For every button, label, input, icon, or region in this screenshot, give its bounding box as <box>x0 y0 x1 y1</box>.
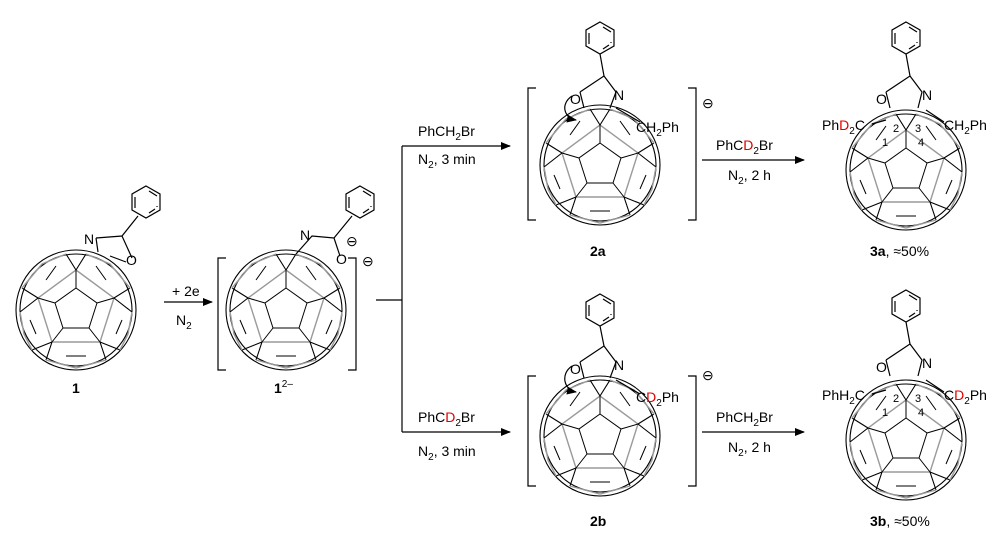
atom-O-3b: O <box>876 359 887 375</box>
top-first-reagent: PhCH2Br <box>418 123 475 143</box>
substituent-3a-right: CH2Ph <box>944 117 987 137</box>
charge-2a: ⊖ <box>702 95 714 111</box>
atom-N-3a: N <box>922 87 932 103</box>
top-second-reagent: PhCD2Br <box>716 137 773 157</box>
top-second-condition: N2, 2 h <box>728 167 771 187</box>
compound-2a-structure: O N CH2Ph ⊖ <box>527 21 714 226</box>
compound-2b-label: 2b <box>590 513 606 529</box>
step1-condition: N2 <box>176 312 192 332</box>
num-3a-1: 1 <box>882 137 888 149</box>
atom-N-1: N <box>84 231 94 247</box>
dianion-charge: ⊖ <box>362 253 374 269</box>
atom-N-2a: N <box>614 87 624 103</box>
bottom-second-condition: N2, 2 h <box>728 439 771 459</box>
compound-3b-structure: O N PhH2C CD2Ph 1 2 3 4 <box>822 289 987 501</box>
num-3a-3: 3 <box>915 123 921 135</box>
branch-connector <box>376 142 511 436</box>
substituent-2a: CH2Ph <box>636 119 679 139</box>
charge-2b: ⊖ <box>702 367 714 383</box>
arrow-step1: + 2e N2 <box>164 283 213 332</box>
bottom-first-reagent: PhCD2Br <box>418 409 475 429</box>
oxide-charge: ⊖ <box>346 233 358 249</box>
bottom-first-condition: N2, 3 min <box>418 443 476 463</box>
bottom-second-arrow: PhCH2Br N2, 2 h <box>702 409 805 459</box>
num-3a-2: 2 <box>893 123 899 135</box>
num-3a-4: 4 <box>918 137 924 149</box>
atom-O-2b: O <box>570 361 581 377</box>
compound-3a-structure: O N PhD2C CH2Ph 1 2 3 4 <box>822 21 987 231</box>
compound-1-structure: N O <box>15 185 161 371</box>
compound-1dianion-label: 12– <box>274 379 293 396</box>
compound-2a-label: 2a <box>590 243 606 259</box>
bottom-first-arrow-labels: PhCD2Br N2, 3 min <box>418 409 476 463</box>
substituent-3a-left: PhD2C <box>822 117 865 137</box>
compound-1-dianion-structure: N O ⊖ ⊖ <box>217 185 375 371</box>
num-3b-3: 3 <box>915 393 921 405</box>
substituent-3b-right: CD2Ph <box>944 387 987 407</box>
atom-O-2a: O <box>570 91 581 107</box>
compound-3a-label: 3a, ≈50% <box>870 243 929 259</box>
atom-N-1dianion: N <box>300 227 310 243</box>
top-second-arrow: PhCD2Br N2, 2 h <box>702 137 805 187</box>
compound-2b-structure: O N CD2Ph ⊖ <box>527 293 714 497</box>
atom-O-1: O <box>126 252 137 268</box>
atom-O-3a: O <box>876 91 887 107</box>
atom-O-1dianion: O <box>336 251 347 267</box>
atom-N-3b: N <box>922 355 932 371</box>
atom-N-2b: N <box>614 357 624 373</box>
substituent-3b-left: PhH2C <box>822 387 865 407</box>
num-3b-1: 1 <box>882 407 888 419</box>
substituent-2b: CD2Ph <box>636 389 679 409</box>
top-first-arrow-labels: PhCH2Br N2, 3 min <box>418 123 476 171</box>
num-3b-2: 2 <box>893 393 899 405</box>
compound-1-label: 1 <box>72 380 80 396</box>
bottom-second-reagent: PhCH2Br <box>716 409 773 429</box>
compound-3b-label: 3b, ≈50% <box>870 513 930 529</box>
step1-reagent: + 2e <box>172 283 200 299</box>
num-3b-4: 4 <box>918 407 924 419</box>
top-first-condition: N2, 3 min <box>418 151 476 171</box>
